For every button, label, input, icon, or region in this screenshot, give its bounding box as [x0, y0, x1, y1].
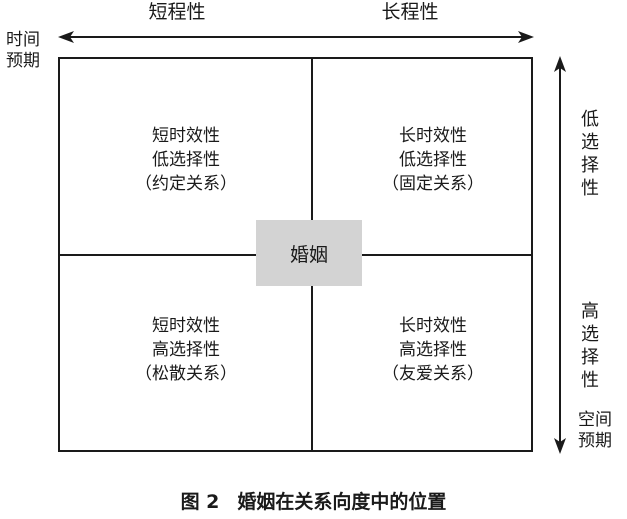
vertical-char: 择: [581, 155, 599, 176]
vertical-char: 选: [581, 132, 599, 153]
long-range-label: 长程性: [381, 1, 439, 23]
vertical-char: 性: [581, 370, 599, 391]
figure-title: 婚姻在关系向度中的位置: [237, 491, 447, 513]
quadrant-top-right: 长时效性 低选择性 （固定关系）: [382, 126, 484, 194]
vertical-char: 择: [581, 347, 599, 368]
marriage-label: 婚姻: [289, 243, 328, 266]
vertical-char: 高: [581, 301, 599, 322]
quadrant-top-left: 短时效性 低选择性 （约定关系）: [135, 126, 237, 194]
time-axis-arrow: [58, 31, 534, 43]
vertical-char: 性: [581, 178, 599, 199]
space-expectation-label: 空间 预期: [578, 410, 612, 451]
vertical-char: 选: [581, 324, 599, 345]
time-expectation-label: 时间 预期: [6, 30, 40, 71]
figure-caption: 图 2 婚姻在关系向度中的位置: [0, 487, 627, 514]
figure-number: 图 2: [180, 491, 220, 513]
low-selectivity-label: 低选择性: [578, 108, 602, 200]
quadrant-bottom-right: 长时效性 高选择性 （友爱关系）: [382, 316, 484, 384]
high-selectivity-label: 高选择性: [578, 300, 602, 392]
quadrant-bottom-left: 短时效性 高选择性 （松散关系）: [135, 316, 237, 384]
vertical-char: 低: [581, 109, 599, 130]
marriage-center-box: 婚姻: [256, 220, 362, 286]
short-range-label: 短程性: [148, 1, 206, 23]
space-axis-arrow: [554, 56, 566, 454]
